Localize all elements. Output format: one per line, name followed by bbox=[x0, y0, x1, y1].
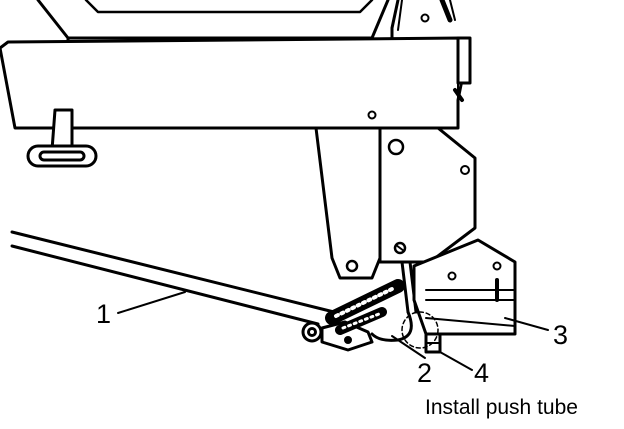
leader-lines bbox=[117, 291, 549, 371]
spring bbox=[325, 279, 405, 335]
main-housing bbox=[0, 36, 472, 130]
figure-caption: Install push tube bbox=[425, 396, 578, 419]
bracket-housing bbox=[378, 126, 477, 264]
callout-2: 2 bbox=[417, 358, 432, 388]
callout-4: 4 bbox=[474, 358, 489, 388]
detail-circle bbox=[401, 311, 439, 349]
hopper-body bbox=[36, 0, 456, 52]
mounting-plate bbox=[314, 126, 382, 280]
push-tube-end bbox=[320, 320, 374, 352]
side-latch bbox=[26, 108, 98, 168]
callout-1: 1 bbox=[96, 299, 111, 329]
callout-3: 3 bbox=[553, 320, 568, 350]
push-tube bbox=[10, 230, 336, 343]
lower-bracket bbox=[412, 238, 517, 336]
